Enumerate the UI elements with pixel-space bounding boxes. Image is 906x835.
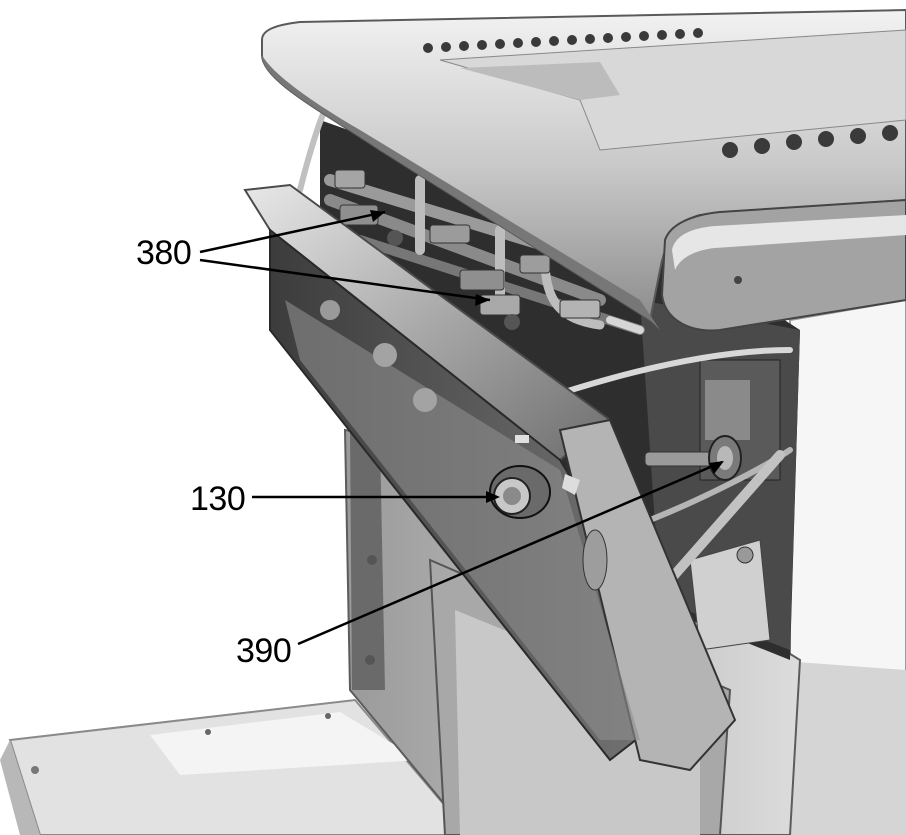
- leader-lines: [199, 210, 723, 646]
- control-panel: [243, 183, 737, 772]
- cabinet-side: [730, 298, 906, 835]
- cooktop-frame: [261, 8, 906, 332]
- callout-130: 130: [190, 480, 246, 518]
- callout-380: 380: [136, 234, 192, 272]
- leader-arrowheads: [370, 210, 724, 503]
- bottom-tray: [0, 698, 472, 835]
- control-knob: [489, 465, 580, 519]
- callout-390: 390: [236, 632, 292, 670]
- valve-fittings: [334, 169, 601, 330]
- probe-fitting: [644, 435, 742, 481]
